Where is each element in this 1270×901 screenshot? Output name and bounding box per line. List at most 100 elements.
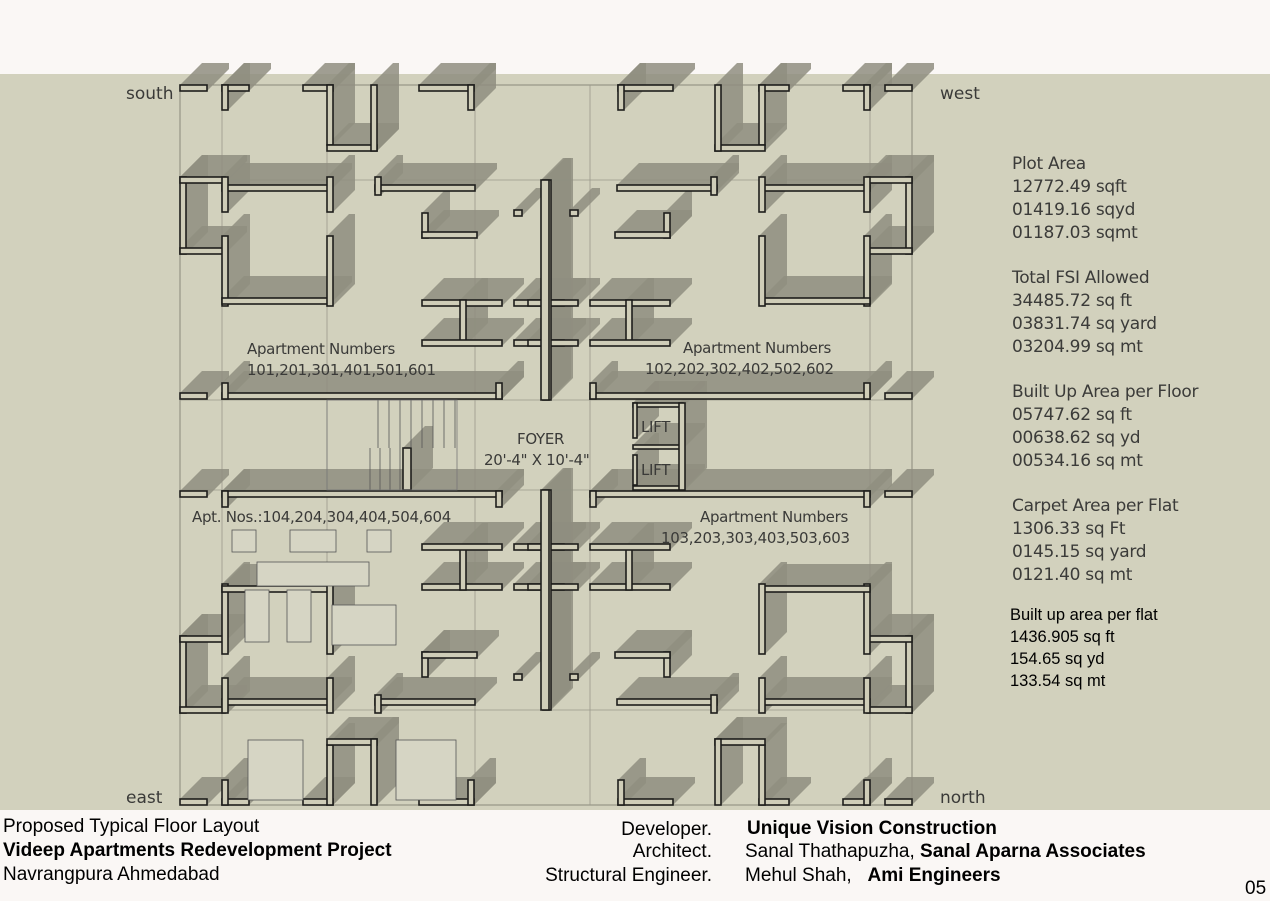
wall-shadow xyxy=(222,361,250,399)
wall xyxy=(221,583,229,655)
wall xyxy=(326,677,334,714)
wall-shadow xyxy=(222,276,352,304)
wall xyxy=(884,84,913,92)
wall-shadow xyxy=(327,656,355,713)
furniture xyxy=(289,529,337,553)
architect-name: Sanal Thathapuzha, xyxy=(745,841,915,862)
wall-shadow xyxy=(759,214,787,306)
furniture xyxy=(395,739,457,801)
stat-value: 03831.74 sq yard xyxy=(1012,314,1157,334)
furniture xyxy=(247,739,304,801)
wall xyxy=(761,585,871,593)
wall xyxy=(370,84,378,152)
wall xyxy=(905,176,913,255)
wall-shadow xyxy=(371,717,399,805)
wall xyxy=(179,635,226,643)
wall-shadow xyxy=(222,163,352,191)
wall-shadow xyxy=(570,188,600,216)
wall-shadow xyxy=(762,276,892,304)
wall-shadow xyxy=(590,318,692,346)
wall xyxy=(863,490,871,508)
wall-shadow xyxy=(590,522,692,550)
wall xyxy=(467,779,475,806)
wall-shadow xyxy=(180,469,229,497)
stat-group-carpet: Carpet Area per Flat 1306.33 sq Ft 0145.… xyxy=(1012,495,1198,587)
wall xyxy=(527,299,579,307)
wall-shadow xyxy=(885,469,934,497)
wall xyxy=(617,798,674,806)
wall xyxy=(513,673,523,681)
lift-label-1: LIFT xyxy=(641,418,671,436)
wall xyxy=(495,490,503,508)
wall xyxy=(710,694,718,714)
stat-value: 12772.49 sqft xyxy=(1012,177,1127,197)
foyer-size: 20'-4" X 10'-4" xyxy=(484,451,590,469)
wall xyxy=(459,544,467,591)
wall-shadow xyxy=(496,361,524,399)
wall xyxy=(418,84,475,92)
furniture xyxy=(231,529,257,553)
wall xyxy=(589,543,671,551)
wall xyxy=(221,779,229,806)
wall xyxy=(863,235,871,307)
wall xyxy=(421,339,503,347)
wall xyxy=(714,738,766,746)
wall-shadow xyxy=(222,155,250,212)
wall-shadow xyxy=(885,63,934,91)
wall xyxy=(540,489,550,711)
wall xyxy=(221,176,229,213)
page-number: 05 xyxy=(1245,878,1267,899)
apt2-title: Apartment Numbers xyxy=(683,339,831,357)
engineer-name: Mehul Shah, xyxy=(745,865,852,886)
wall xyxy=(374,694,382,714)
wall-shadow xyxy=(864,361,892,399)
wall xyxy=(326,738,378,746)
wall xyxy=(221,392,503,400)
wall xyxy=(179,706,226,714)
wall xyxy=(863,779,871,806)
wall xyxy=(632,454,638,486)
architect-label: Architect. xyxy=(632,841,712,862)
wall-shadow xyxy=(864,758,892,805)
apt1-numbers: 101,201,301,401,501,601 xyxy=(247,361,436,379)
wall-shadow xyxy=(180,371,229,399)
wall xyxy=(632,402,638,439)
wall-shadow xyxy=(468,758,496,805)
engineer-credit: Mehul Shah, Ami Engineers xyxy=(745,864,1001,888)
wall xyxy=(326,144,378,152)
wall-shadow xyxy=(759,562,787,654)
wall xyxy=(758,583,766,655)
wall xyxy=(617,84,674,92)
wall xyxy=(866,635,913,643)
wall xyxy=(179,247,226,255)
wall-shadow xyxy=(762,163,892,191)
wall-shadow xyxy=(679,381,707,490)
walls xyxy=(179,84,913,806)
stat-value: 0145.15 sq yard xyxy=(1012,542,1147,562)
stat-title: Plot Area xyxy=(1012,154,1086,174)
wall xyxy=(589,382,597,400)
stat-value: 1436.905 sq ft xyxy=(1010,628,1115,646)
stat-group-plot-area: Plot Area 12772.49 sqft 01419.16 sqyd 01… xyxy=(1012,153,1198,245)
wall-shadow xyxy=(864,63,892,110)
wall xyxy=(421,231,478,239)
wall-shadow xyxy=(327,155,355,212)
wall xyxy=(758,176,766,213)
wall xyxy=(863,677,871,714)
stat-value: 1306.33 sq Ft xyxy=(1012,519,1126,539)
wall xyxy=(884,490,913,498)
stat-value: 00534.16 sq mt xyxy=(1012,451,1143,471)
stat-value: 01419.16 sqyd xyxy=(1012,200,1136,220)
apt2-numbers: 102,202,302,402,502,602 xyxy=(645,360,834,378)
wall xyxy=(179,84,208,92)
wall xyxy=(589,339,671,347)
wall-shadow xyxy=(422,630,499,658)
wall xyxy=(614,231,671,239)
stat-title: Total FSI Allowed xyxy=(1012,268,1150,288)
wall xyxy=(221,677,229,714)
wall xyxy=(179,176,187,255)
layout-title: Proposed Typical Floor Layout xyxy=(3,816,260,837)
wall-shadow xyxy=(468,63,496,110)
wall xyxy=(761,297,871,305)
